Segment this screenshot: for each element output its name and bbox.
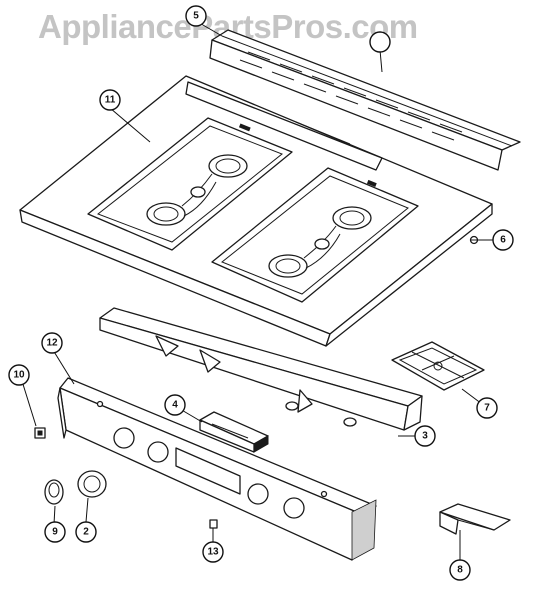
vent-slots: [239, 51, 463, 141]
callout-5: 5: [185, 5, 207, 27]
screw-part-13: [209, 519, 218, 529]
callout-unlabeled: [369, 31, 391, 53]
callout-13: 13: [202, 541, 224, 563]
svg-text:9: 9: [52, 527, 58, 538]
knob-bezel-part-2: [77, 470, 107, 498]
svg-text:4: 4: [172, 400, 178, 411]
svg-text:6: 6: [500, 235, 506, 246]
svg-text:7: 7: [484, 403, 490, 414]
callout-10: 10: [8, 364, 30, 386]
callout-12: 12: [41, 332, 63, 354]
callout-3: 3: [414, 425, 436, 447]
rear-vent-trim: [209, 29, 521, 171]
callout-7: 7: [476, 397, 498, 419]
svg-text:10: 10: [13, 370, 25, 381]
bracket-part-8: [439, 503, 511, 535]
callout-4: 4: [164, 394, 186, 416]
control-panel-cover: [99, 307, 423, 431]
leader-lines: [21, 20, 494, 560]
svg-text:2: 2: [83, 527, 89, 538]
burner-grate-part-7: [391, 341, 485, 391]
svg-text:3: 3: [422, 431, 428, 442]
callout-6: 6: [492, 229, 514, 251]
clip-part-10: [34, 427, 46, 439]
svg-text:8: 8: [457, 565, 463, 576]
svg-text:13: 13: [207, 547, 219, 558]
callout-9: 9: [44, 521, 66, 543]
svg-text:5: 5: [193, 11, 199, 22]
svg-text:12: 12: [46, 338, 58, 349]
control-panel-housing: [57, 377, 377, 561]
callout-11: 11: [99, 89, 121, 111]
callout-8: 8: [449, 559, 471, 581]
svg-text:11: 11: [105, 95, 116, 106]
clock-module: [199, 411, 269, 453]
knob-part-9: [44, 479, 64, 505]
cooktop-main-top: [19, 75, 493, 347]
callout-2: 2: [75, 521, 97, 543]
